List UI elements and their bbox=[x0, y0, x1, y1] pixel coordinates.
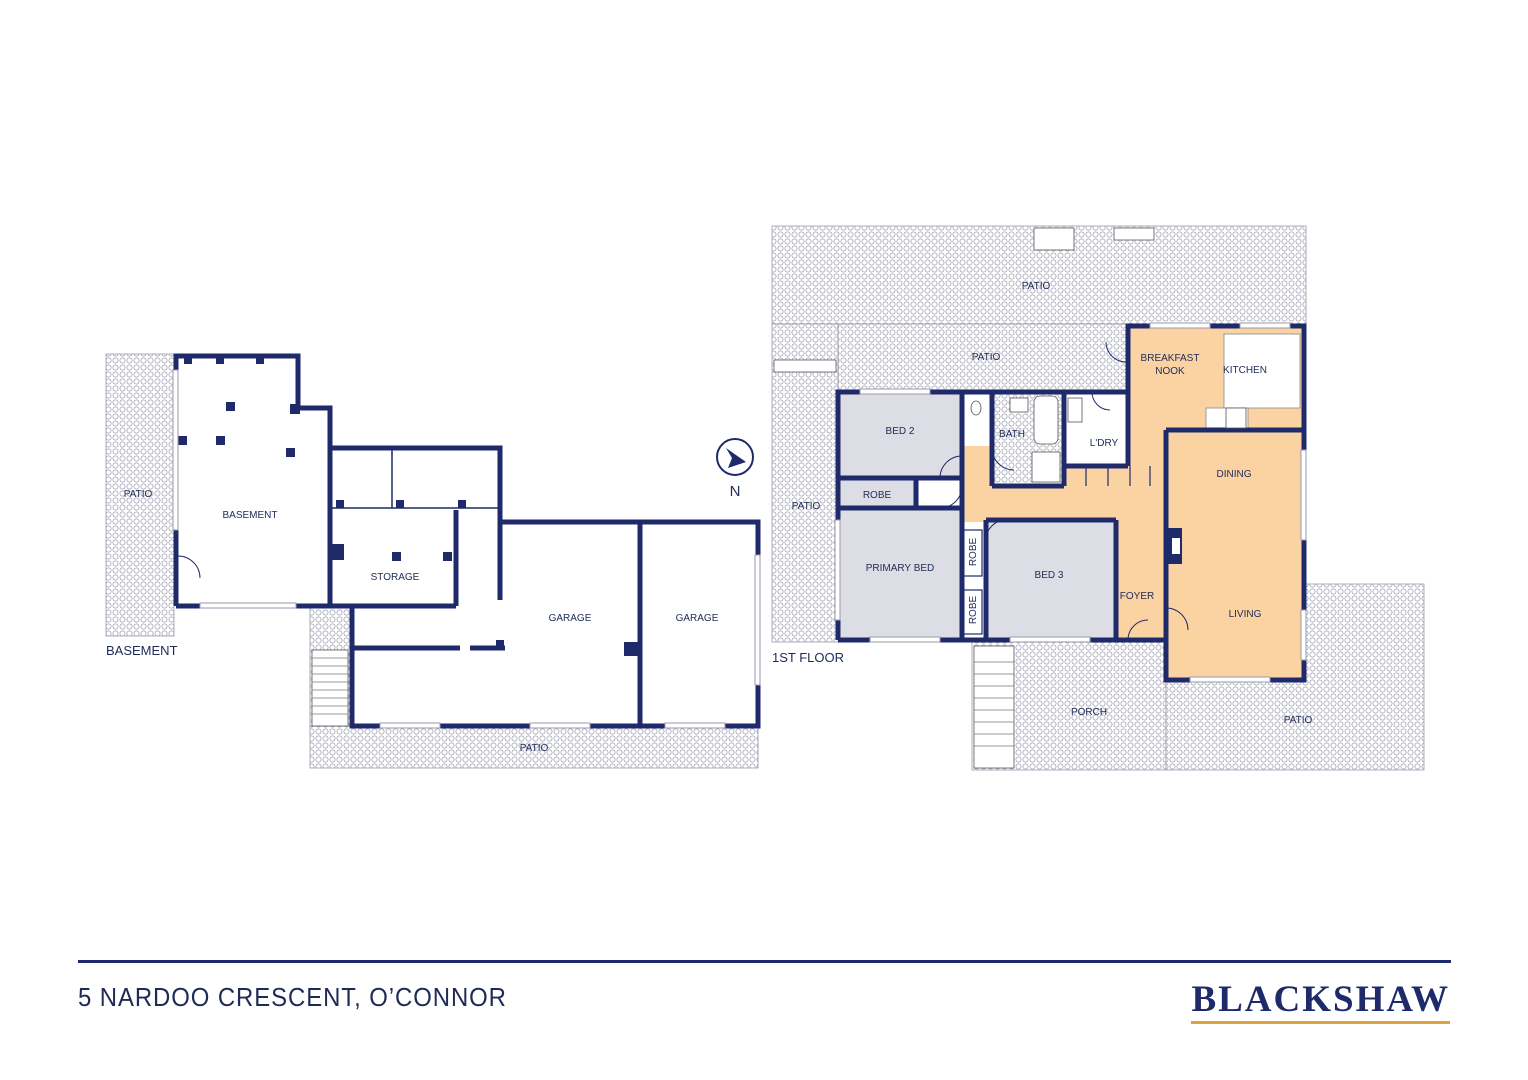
compass-arrow-icon bbox=[726, 448, 746, 468]
room-label-porch: PORCH bbox=[1071, 707, 1107, 718]
compass-north-label: N bbox=[730, 483, 741, 500]
laundry-tub bbox=[1067, 397, 1083, 423]
property-address: 5 NARDOO CRESCENT, O’CONNOR bbox=[78, 982, 507, 1012]
room-label-breakfast: BREAKFAST bbox=[1141, 353, 1200, 364]
floor-label-first-floor: 1ST FLOOR bbox=[772, 650, 844, 665]
room-label-storage: STORAGE bbox=[371, 572, 420, 583]
first-west-patio bbox=[771, 323, 839, 643]
brand-underline bbox=[1191, 1021, 1450, 1024]
basement-west-patio bbox=[105, 353, 175, 637]
room-label-living: LIVING bbox=[1229, 609, 1262, 620]
cooktop bbox=[1225, 407, 1247, 429]
room-label-robe-3: ROBE bbox=[968, 596, 979, 625]
room-label-laundry: L'DRY bbox=[1090, 438, 1119, 449]
room-label-dining: DINING bbox=[1217, 469, 1252, 480]
room-label-foyer: FOYER bbox=[1120, 591, 1154, 602]
room-label-basement: BASEMENT bbox=[222, 510, 277, 521]
room-label-basement-patio-south: PATIO bbox=[520, 743, 549, 754]
room-label-bath: BATH bbox=[999, 429, 1025, 440]
room-label-garage-2: GARAGE bbox=[676, 613, 719, 624]
room-label-first-patio-east: PATIO bbox=[1284, 715, 1313, 726]
bed-2-room bbox=[840, 392, 960, 478]
room-label-first-patio-north: PATIO bbox=[1022, 281, 1051, 292]
brand-logo: BLACKSHAW bbox=[1191, 980, 1450, 1024]
toilet bbox=[970, 400, 982, 416]
first-front-stairs bbox=[973, 645, 1015, 769]
shower bbox=[1031, 451, 1061, 483]
floor-label-basement: BASEMENT bbox=[106, 643, 178, 658]
room-label-kitchen: KITCHEN bbox=[1223, 365, 1267, 376]
basement-stairs bbox=[311, 649, 349, 727]
basement-plan: PATIO BASEMENT STORAGE GARAGE GARAGE PAT… bbox=[105, 353, 761, 769]
brand-wordmark: BLACKSHAW bbox=[1191, 979, 1450, 1020]
room-label-robe-2: ROBE bbox=[968, 538, 979, 567]
primary-bed-room bbox=[840, 508, 960, 640]
bed-3-room bbox=[986, 520, 1116, 640]
first-floor-plan: PATIO PATIO PATIO BREAKFAST NOOK KITCHEN… bbox=[771, 225, 1425, 771]
room-label-garage-1: GARAGE bbox=[549, 613, 592, 624]
north-compass: N bbox=[716, 438, 754, 500]
room-label-basement-patio-west: PATIO bbox=[124, 489, 153, 500]
footer-divider bbox=[78, 960, 1451, 963]
first-inner-patio bbox=[837, 323, 1129, 393]
room-label-bed-3: BED 3 bbox=[1035, 570, 1064, 581]
room-label-first-patio-west: PATIO bbox=[792, 501, 821, 512]
kitchen-bench bbox=[1223, 333, 1301, 409]
room-label-first-patio-inner: PATIO bbox=[972, 352, 1001, 363]
room-label-robe-1: ROBE bbox=[863, 490, 892, 501]
basement-south-patio bbox=[309, 725, 759, 769]
basin bbox=[1009, 397, 1029, 413]
robe-room bbox=[840, 480, 914, 508]
bathtub bbox=[1033, 395, 1059, 445]
wc-room bbox=[962, 392, 992, 446]
room-label-bed-2: BED 2 bbox=[886, 426, 915, 437]
room-label-nook: NOOK bbox=[1155, 366, 1185, 377]
room-label-primary-bed: PRIMARY BED bbox=[866, 563, 935, 574]
